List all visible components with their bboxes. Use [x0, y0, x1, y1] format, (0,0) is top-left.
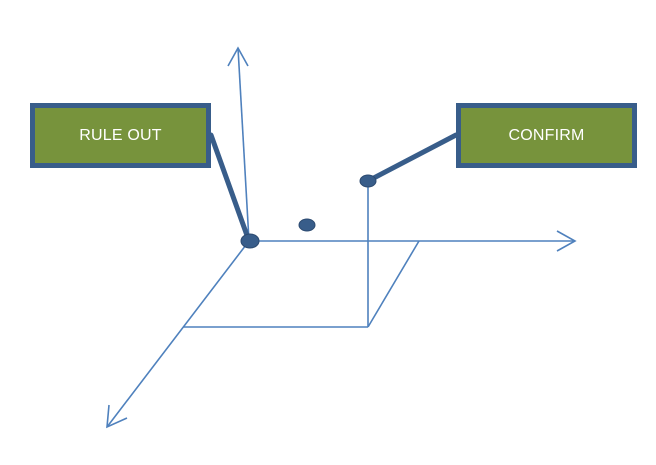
projection-line-right	[367, 240, 420, 328]
origin-point	[240, 233, 260, 249]
vertical-axis	[237, 47, 250, 242]
middle-point	[298, 218, 316, 232]
confirm-connector	[365, 132, 459, 184]
confirm-box: CONFIRM	[456, 103, 637, 168]
vertical-axis-arrowhead	[227, 46, 249, 67]
horizontal-axis-arrowhead	[556, 230, 577, 252]
rule-out-box: RULE OUT	[30, 103, 211, 168]
depth-axis	[106, 240, 250, 428]
rule-out-connector	[208, 132, 252, 244]
confirm-label: CONFIRM	[508, 126, 585, 144]
depth-axis-arrowhead	[106, 404, 128, 429]
confirm-point	[359, 174, 377, 188]
rule-out-label: RULE OUT	[79, 126, 162, 144]
